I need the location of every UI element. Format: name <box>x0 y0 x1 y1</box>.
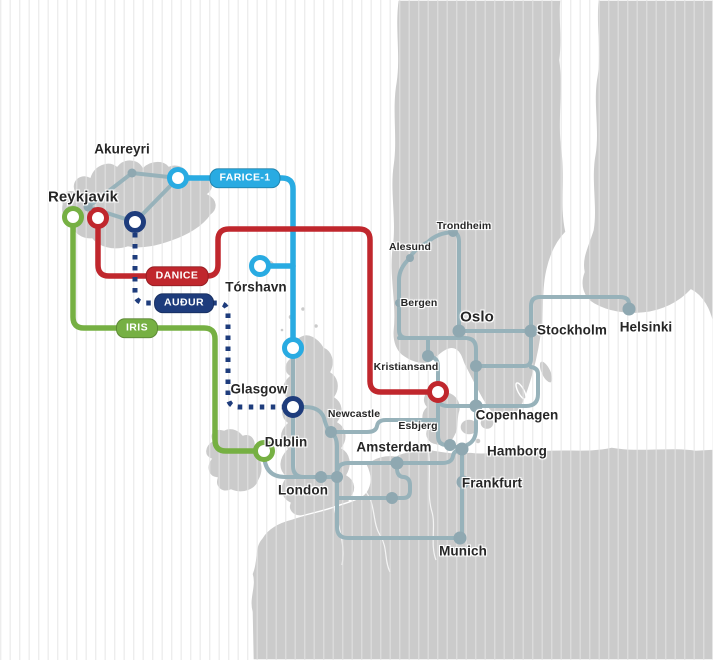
cable-danice <box>95 215 441 395</box>
landing-node-audur <box>282 396 304 418</box>
network-node <box>470 360 482 372</box>
network-node <box>448 227 458 237</box>
network-node <box>315 471 327 483</box>
network-node <box>456 475 470 489</box>
landing-node-danice <box>87 207 109 229</box>
landing-node-farice <box>249 255 271 277</box>
network-node <box>455 442 469 456</box>
network-node <box>83 202 93 212</box>
network-node <box>386 492 398 504</box>
network-node <box>452 324 466 338</box>
landing-node-iris <box>253 440 275 462</box>
network-link-19 <box>474 329 533 368</box>
network-node <box>524 324 538 338</box>
network-link-17 <box>474 365 540 408</box>
network-node <box>622 302 636 316</box>
submarine-cables <box>70 175 441 454</box>
network-node <box>469 399 483 413</box>
landing-node-farice <box>282 337 304 359</box>
network-node <box>406 254 414 262</box>
network-link-8 <box>329 418 440 434</box>
network-node <box>325 426 337 438</box>
network-nodes <box>62 167 636 545</box>
landing-node-danice <box>427 381 449 403</box>
network-link-9 <box>335 461 462 540</box>
network-node <box>390 456 404 470</box>
landing-node-farice <box>167 167 189 189</box>
network-link-18 <box>397 336 478 408</box>
cable-audur <box>132 222 293 410</box>
network-link-11 <box>390 461 412 500</box>
network-node <box>444 439 456 451</box>
network-node <box>422 350 434 362</box>
network-node <box>453 531 467 545</box>
network-link-22 <box>529 295 631 333</box>
cable-farice-1 <box>175 175 296 351</box>
landing-node-audur <box>124 211 146 233</box>
network-node <box>127 168 137 178</box>
network-node <box>331 471 343 483</box>
cable-iris <box>70 214 267 454</box>
network-node <box>395 299 403 307</box>
landing-node-iris <box>62 206 84 228</box>
